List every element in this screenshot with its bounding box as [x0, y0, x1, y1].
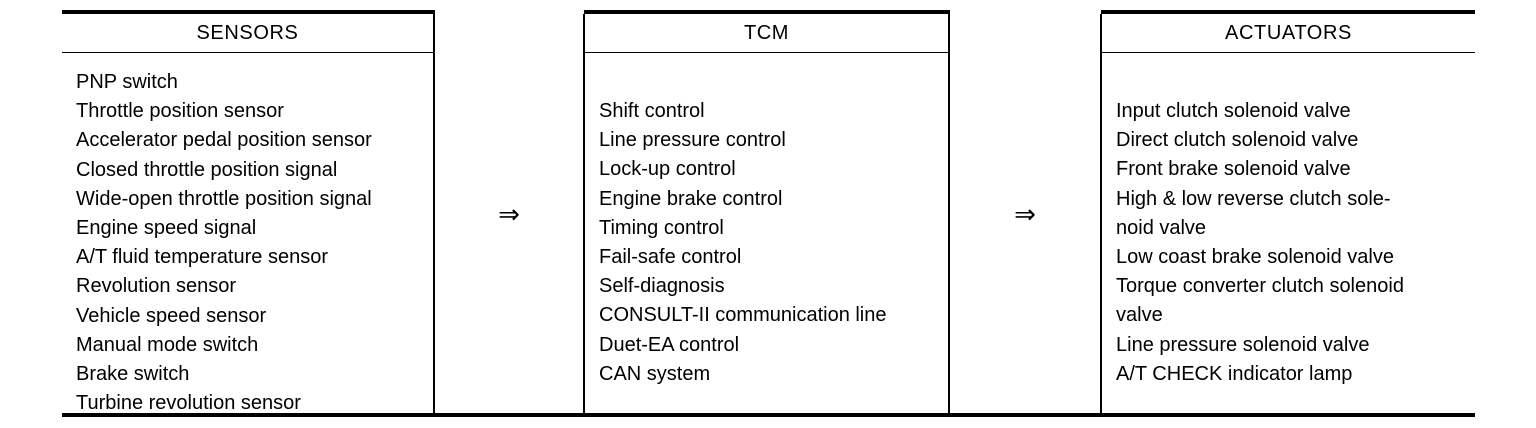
list-item: CAN system — [599, 362, 711, 385]
column-title-actuators: ACTUATORS — [1225, 22, 1352, 44]
header-divider-actuators — [1101, 52, 1475, 53]
column-list-actuators: Input clutch solenoid valve Direct clutc… — [1102, 52, 1475, 389]
list-item: Duet-EA control — [599, 333, 740, 356]
column-tcm: TCM Shift control Line pressure control … — [585, 14, 948, 413]
list-item: Revolution sensor — [76, 275, 237, 298]
column-title-sensors: SENSORS — [196, 22, 299, 44]
list-item: Fail-safe control — [599, 246, 742, 269]
list-item: A/T fluid temperature sensor — [76, 246, 328, 269]
list-item: Engine speed signal — [76, 217, 257, 240]
list-item: A/T CHECK indicator lamp — [1116, 362, 1353, 385]
column-actuators: ACTUATORS Input clutch solenoid valve Di… — [1102, 14, 1475, 413]
list-item: Front brake solenoid valve — [1116, 158, 1351, 181]
list-item: Lock-up control — [599, 158, 736, 181]
connector-tcm-to-actuators: ⇒ — [950, 14, 1100, 413]
header-divider-tcm — [584, 52, 950, 53]
list-item: Manual mode switch — [76, 333, 259, 356]
column-separator-2 — [583, 14, 585, 413]
list-item: Timing control — [599, 216, 724, 239]
list-item: Closed throttle position signal — [76, 158, 338, 181]
list-item: Shift control — [599, 100, 705, 122]
list-item: Self-diagnosis — [599, 275, 725, 298]
column-list-sensors: PNP switch Throttle position sensor Acce… — [62, 52, 433, 418]
top-border-tcm — [584, 10, 950, 14]
connector-sensors-to-tcm: ⇒ — [435, 14, 583, 413]
list-item: Throttle position sensor — [76, 100, 284, 123]
control-system-block-table: SENSORS PNP switch Throttle position sen… — [62, 10, 1475, 417]
top-border-sensors — [62, 10, 435, 14]
list-item: PNP switch — [76, 71, 178, 93]
list-item: Accelerator pedal position sensor — [76, 129, 372, 152]
top-border-actuators — [1101, 10, 1475, 14]
column-title-tcm: TCM — [743, 22, 790, 44]
double-right-arrow-icon: ⇒ — [498, 198, 520, 229]
list-item: CONSULT-II communication line — [599, 304, 887, 327]
bottom-border — [62, 413, 1475, 417]
column-separator-1 — [433, 14, 435, 413]
list-item: Low coast brake solenoid valve — [1116, 246, 1394, 269]
list-item: Direct clutch solenoid valve — [1116, 129, 1359, 152]
list-item: High & low reverse clutch sole- noid val… — [1116, 187, 1391, 239]
list-item: Wide-open throttle position signal — [76, 187, 372, 210]
header-divider-sensors — [62, 52, 435, 53]
list-item: Line pressure solenoid valve — [1116, 333, 1370, 356]
list-item: Torque converter clutch solenoid valve — [1116, 275, 1404, 327]
list-item: Input clutch solenoid valve — [1116, 100, 1351, 122]
column-separator-3 — [948, 14, 950, 413]
double-right-arrow-icon: ⇒ — [1014, 198, 1036, 229]
list-item: Turbine revolution sensor — [76, 392, 301, 415]
column-list-tcm: Shift control Line pressure control Lock… — [585, 52, 948, 389]
list-item: Engine brake control — [599, 187, 783, 210]
column-separator-4 — [1100, 14, 1102, 413]
list-item: Vehicle speed sensor — [76, 304, 267, 327]
list-item: Brake switch — [76, 363, 190, 386]
list-item: Line pressure control — [599, 129, 786, 152]
column-sensors: SENSORS PNP switch Throttle position sen… — [62, 14, 433, 414]
